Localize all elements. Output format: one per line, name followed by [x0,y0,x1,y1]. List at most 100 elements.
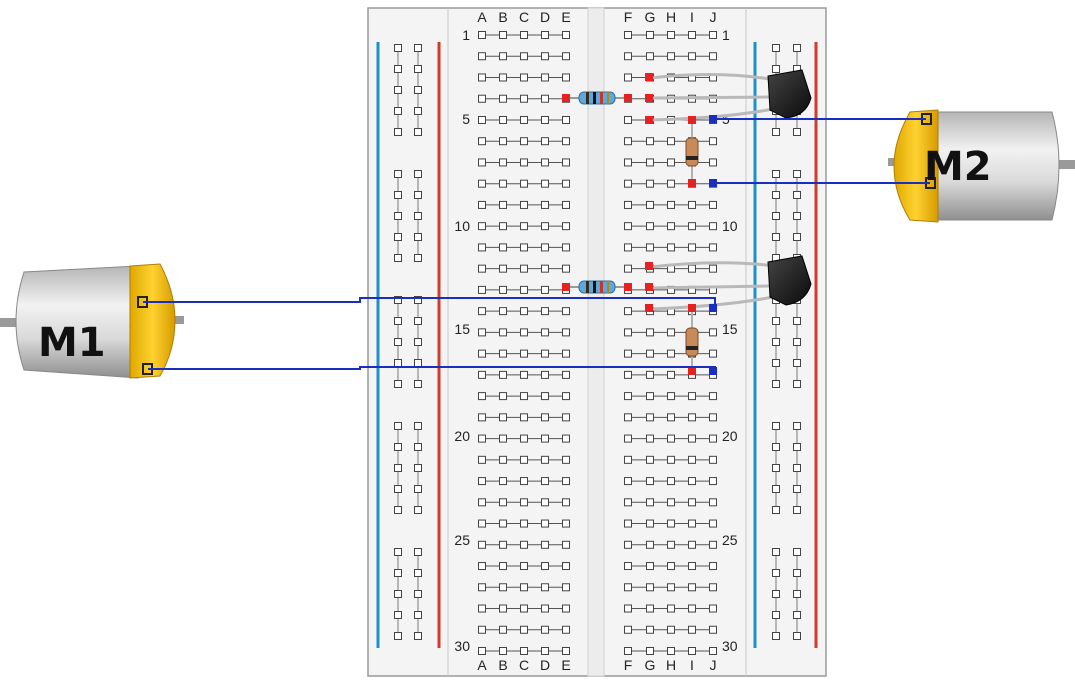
rail-hole [394,128,402,136]
breadboard-hole [478,285,486,294]
breadboard-hole [709,222,717,231]
row-label-30: 30 [722,638,738,654]
breadboard-hole [499,434,507,443]
breadboard-hole [562,158,570,167]
rail-hole [394,107,402,115]
column-label-a: A [477,657,487,673]
breadboard-hole [624,73,632,82]
rail-hole [394,443,402,451]
breadboard-hole [541,307,549,316]
rail-hole [772,569,780,577]
breadboard-hole [520,115,528,124]
rail-hole [414,464,422,472]
breadboard-hole [541,562,549,571]
breadboard-hole [646,413,654,422]
rail-hole [793,338,801,346]
breadboard-hole [646,583,654,592]
row-label-15: 15 [454,321,470,337]
breadboard-hole [562,349,570,358]
rail-hole [793,590,801,598]
breadboard-hole [520,477,528,486]
rail-hole [793,548,801,556]
breadboard-hole [667,328,675,337]
breadboard-hole [541,498,549,507]
breadboard-hole [709,392,717,401]
breadboard-hole [520,264,528,273]
rail-hole [394,569,402,577]
breadboard-hole [478,349,486,358]
column-label-g: G [645,657,656,673]
breadboard-hole [478,583,486,592]
rail-hole [793,128,801,136]
row-label-10: 10 [722,218,738,234]
rail-hole [414,86,422,94]
breadboard-hole [624,115,632,124]
row-label-10: 10 [454,218,470,234]
breadboard-hole [499,328,507,337]
rail-hole [394,422,402,430]
breadboard-hole [520,200,528,209]
breadboard-hole [624,264,632,273]
row-label-5: 5 [462,111,470,127]
breadboard-hole [520,222,528,231]
rail-hole [772,443,780,451]
rail-hole [793,44,801,52]
rail-hole [793,485,801,493]
breadboard-hole [688,264,696,273]
breadboard-hole [478,540,486,549]
breadboard-hole [688,434,696,443]
breadboard-hole [499,349,507,358]
rail-hole [394,611,402,619]
breadboard-hole [667,31,675,39]
breadboard-hole [646,434,654,443]
rail-hole [772,548,780,556]
breadboard-hole [541,115,549,124]
column-labels-bottom: A B C D E F G H I J [477,657,716,673]
rail-hole [394,233,402,241]
breadboard-hole [667,137,675,146]
breadboard-hole [624,455,632,464]
rail-hole [414,107,422,115]
transistor-2 [767,255,812,306]
breadboard-hole [688,625,696,634]
rail-hole [414,569,422,577]
breadboard-hole [624,307,632,316]
breadboard-hole [520,370,528,379]
breadboard-hole [520,52,528,61]
column-label-h: H [666,657,676,673]
column-label-e: E [561,9,570,25]
breadboard-hole [478,604,486,613]
rail-hole [394,380,402,388]
breadboard-hole [499,179,507,188]
breadboard-hole [562,413,570,422]
breadboard-hole [624,625,632,634]
breadboard-hole [562,625,570,634]
breadboard-hole [646,179,654,188]
rail-hole [772,611,780,619]
breadboard-hole [646,222,654,231]
rail-hole [394,338,402,346]
column-label-d: D [540,9,550,25]
breadboard-hole [667,434,675,443]
breadboard-hole [624,52,632,61]
breadboard-hole [499,52,507,61]
breadboard-hole [624,519,632,528]
rail-hole [414,128,422,136]
rail-hole [793,380,801,388]
breadboard-hole [541,243,549,252]
rail-hole [772,632,780,640]
breadboard-hole [541,285,549,294]
breadboard-hole [688,392,696,401]
breadboard-hole [520,31,528,39]
breadboard-hole [499,137,507,146]
row-label-20: 20 [454,428,470,444]
breadboard-hole [646,328,654,337]
column-label-i: I [690,9,694,25]
breadboard-hole [478,477,486,486]
breadboard-hole [646,349,654,358]
rail-hole [772,128,780,136]
breadboard-hole [562,370,570,379]
column-label-f: F [624,9,633,25]
breadboard-hole [541,73,549,82]
